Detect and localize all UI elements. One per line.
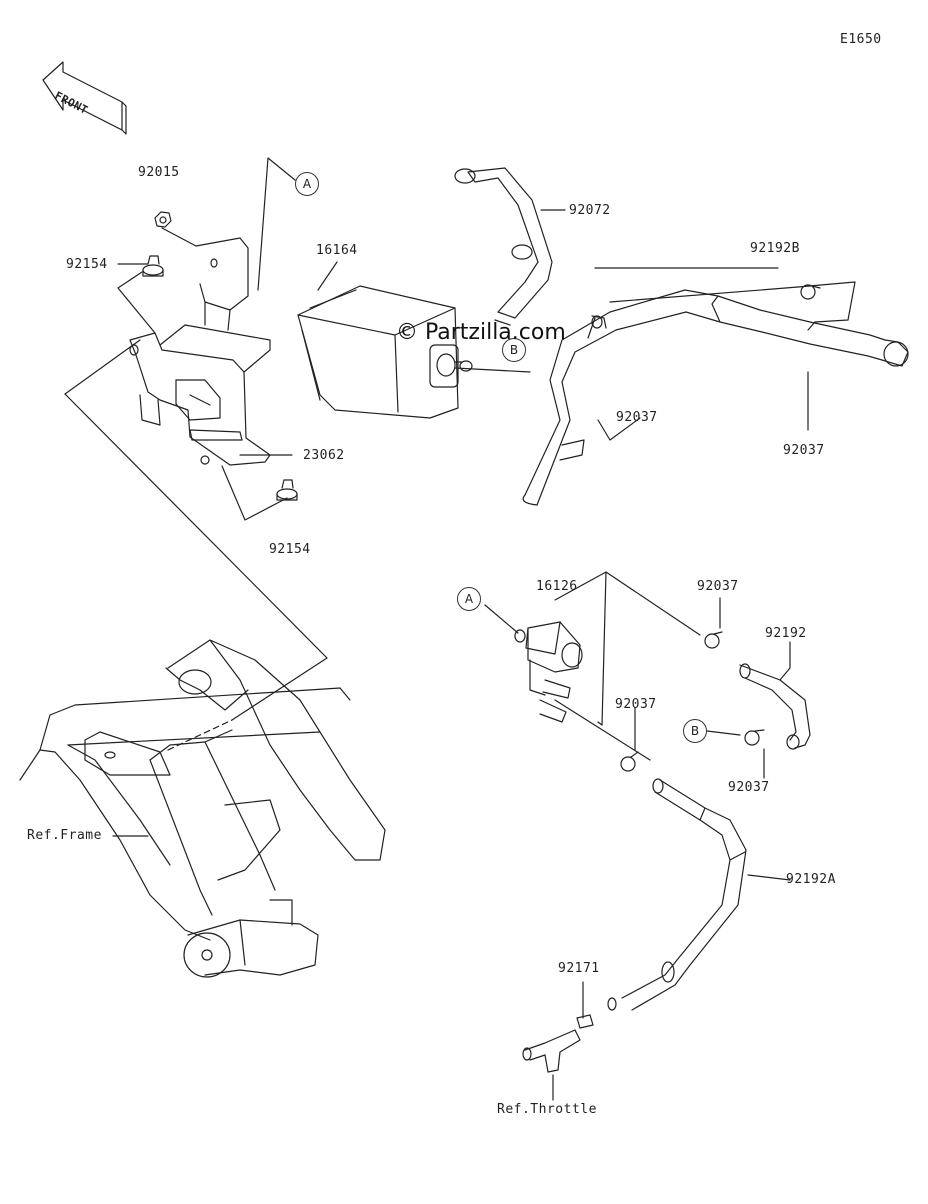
- label-16126: 16126: [536, 579, 578, 594]
- bolt-92154-bottom: [276, 479, 298, 501]
- drawing-id: E1650: [840, 32, 882, 47]
- clamp-92037-a: [591, 315, 607, 329]
- bolt-92154-top: [142, 255, 164, 277]
- hose-92192B: [522, 289, 909, 506]
- label-92192B: 92192B: [750, 241, 800, 256]
- callout-a-top: A: [295, 172, 319, 196]
- clamp-92037-b: [800, 284, 821, 300]
- label-16164: 16164: [316, 243, 358, 258]
- front-arrow-icon: [42, 61, 127, 135]
- label-92171: 92171: [558, 961, 600, 976]
- bracket-23062: [129, 237, 271, 466]
- label-92192A: 92192A: [786, 872, 836, 887]
- clamp-92037-c: [704, 631, 723, 649]
- label-92037-d: 92037: [615, 697, 657, 712]
- label-92154-bottom: 92154: [269, 542, 311, 557]
- label-92192: 92192: [765, 626, 807, 641]
- label-23062: 23062: [303, 448, 345, 463]
- watermark: © Partzilla.com: [396, 320, 566, 345]
- nut-92015: [154, 211, 172, 228]
- strap-92072: [454, 167, 553, 326]
- label-ref-throttle: Ref.Throttle: [497, 1102, 597, 1117]
- callout-a-bottom: A: [457, 587, 481, 611]
- hose-92192: [739, 663, 811, 750]
- frame-structure: [19, 639, 386, 978]
- canister-16164: [297, 285, 473, 419]
- clamp-92037-e: [744, 729, 765, 746]
- label-92072: 92072: [569, 203, 611, 218]
- label-ref-frame: Ref.Frame: [27, 828, 102, 843]
- label-92154-top: 92154: [66, 257, 108, 272]
- label-92037-a: 92037: [616, 410, 658, 425]
- callout-b-bottom: B: [683, 719, 707, 743]
- throttle-fitting: [522, 1029, 581, 1073]
- label-92037-c: 92037: [697, 579, 739, 594]
- callout-b-top: B: [502, 338, 526, 362]
- clip-92171: [576, 1014, 594, 1029]
- clamp-92037-d: [620, 751, 639, 772]
- valve-16126: [514, 621, 583, 723]
- label-92037-e: 92037: [728, 780, 770, 795]
- label-92015: 92015: [138, 165, 180, 180]
- label-92037-b: 92037: [783, 443, 825, 458]
- leader-lines: [64, 157, 856, 1101]
- hose-92192A: [607, 778, 747, 1011]
